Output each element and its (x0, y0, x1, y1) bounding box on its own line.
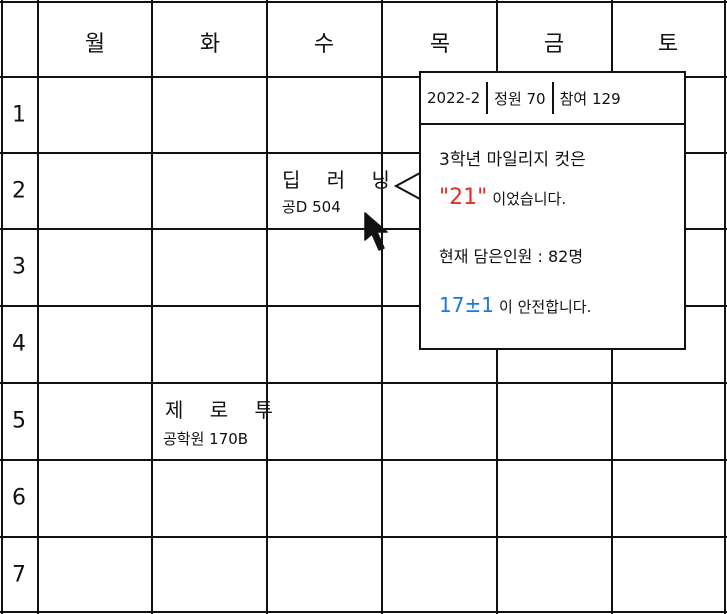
class-name: 딥 러 닝 (282, 168, 400, 192)
popup-line-1: 3학년 마일리지 컷은 (439, 150, 586, 170)
period-3: 3 (12, 254, 26, 280)
period-6: 6 (12, 485, 26, 511)
period-4: 4 (12, 331, 26, 357)
period-2: 2 (12, 178, 26, 204)
mileage-info-popup: 2022-2 정원 70 참여 129 3학년 마일리지 컷은 "21" 이었습… (419, 71, 686, 350)
capacity-label: 정원 70 (494, 89, 546, 108)
day-header-wed: 수 (313, 32, 335, 57)
enrolled-label: 참여 129 (559, 89, 621, 108)
header-divider (486, 82, 489, 114)
header-divider (551, 82, 554, 114)
period-5: 5 (12, 408, 26, 434)
cut-suffix: 이었습니다. (492, 190, 567, 208)
period-7: 7 (12, 562, 26, 588)
safe-value: 17±1 (439, 293, 494, 317)
popup-header: 2022-2 정원 70 참여 129 (421, 73, 684, 125)
class-room: 공학원 170B (163, 430, 249, 448)
class-name: 제 로 투 (165, 398, 283, 422)
class-cell-zero-to[interactable]: 제 로 투 공학원 170B (153, 384, 273, 459)
day-header-fri: 금 (543, 32, 565, 57)
day-header-tue: 화 (199, 32, 221, 57)
popup-tail (393, 172, 421, 200)
cut-value: "21" (439, 185, 488, 210)
popup-line-4: 17±1 이 안전합니다. (439, 293, 591, 317)
class-cell-deep-learning[interactable]: 딥 러 닝 공D 504 (268, 154, 390, 228)
day-header-mon: 월 (84, 32, 106, 57)
day-header-sat: 토 (657, 32, 679, 57)
day-header-thu: 목 (429, 32, 451, 57)
semester-label: 2022-2 (427, 89, 481, 107)
mouse-cursor-icon (364, 212, 388, 251)
popup-line-3: 현재 담은인원 : 82명 (439, 247, 584, 266)
period-1: 1 (12, 102, 26, 128)
safe-suffix: 이 안전합니다. (499, 298, 592, 316)
popup-line-2: "21" 이었습니다. (439, 185, 566, 210)
class-room: 공D 504 (282, 198, 341, 216)
